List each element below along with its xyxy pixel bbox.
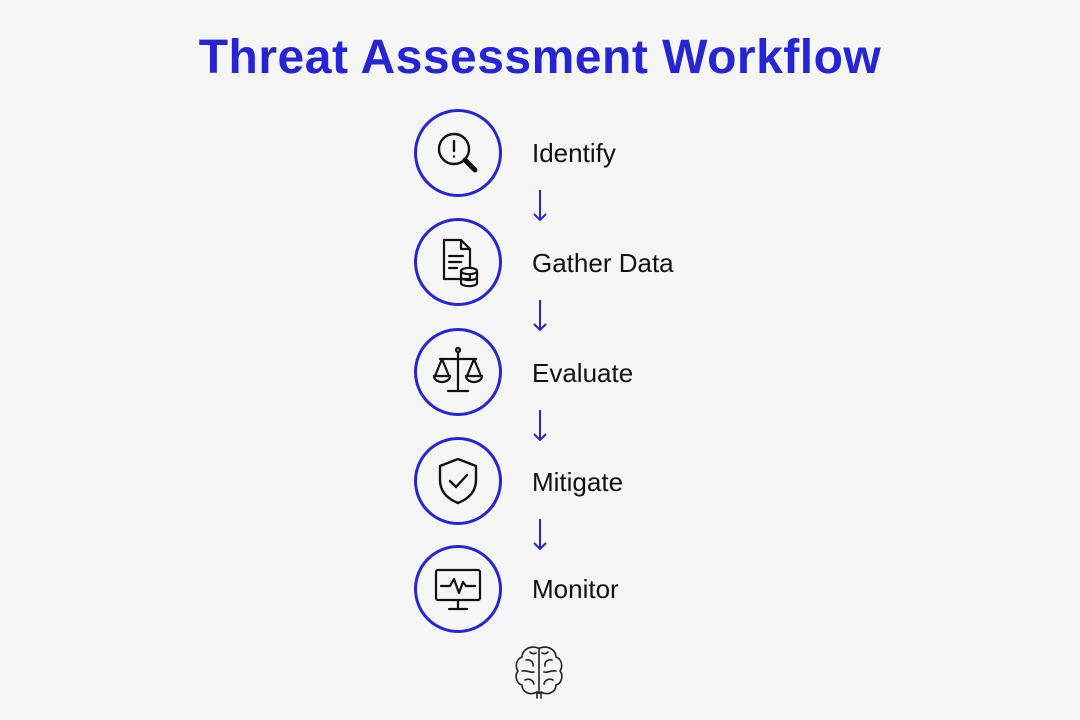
step-label-monitor: Monitor bbox=[532, 574, 619, 604]
down-arrow bbox=[533, 300, 547, 332]
step-label-gather-data: Gather Data bbox=[532, 248, 674, 278]
down-arrow bbox=[533, 190, 547, 222]
step-monitor-circle bbox=[414, 545, 502, 633]
step-label-evaluate: Evaluate bbox=[532, 358, 634, 388]
step-identify-circle bbox=[414, 109, 502, 197]
step-label-mitigate: Mitigate bbox=[532, 467, 624, 497]
step-evaluate-circle bbox=[414, 328, 502, 416]
balance-scale-icon bbox=[432, 346, 484, 393]
page-title: Threat Assessment Workflow bbox=[198, 31, 882, 84]
document-database-icon bbox=[442, 238, 479, 288]
step-mitigate-circle bbox=[414, 437, 502, 525]
shield-check-icon bbox=[438, 457, 478, 505]
monitor-pulse-icon bbox=[434, 568, 482, 611]
brain-icon bbox=[515, 646, 563, 699]
step-label-identify: Identify bbox=[532, 138, 616, 168]
step-gather-data-circle bbox=[414, 218, 502, 306]
down-arrow bbox=[533, 519, 547, 551]
magnifier-alert-icon bbox=[437, 132, 478, 173]
down-arrow bbox=[533, 410, 547, 442]
